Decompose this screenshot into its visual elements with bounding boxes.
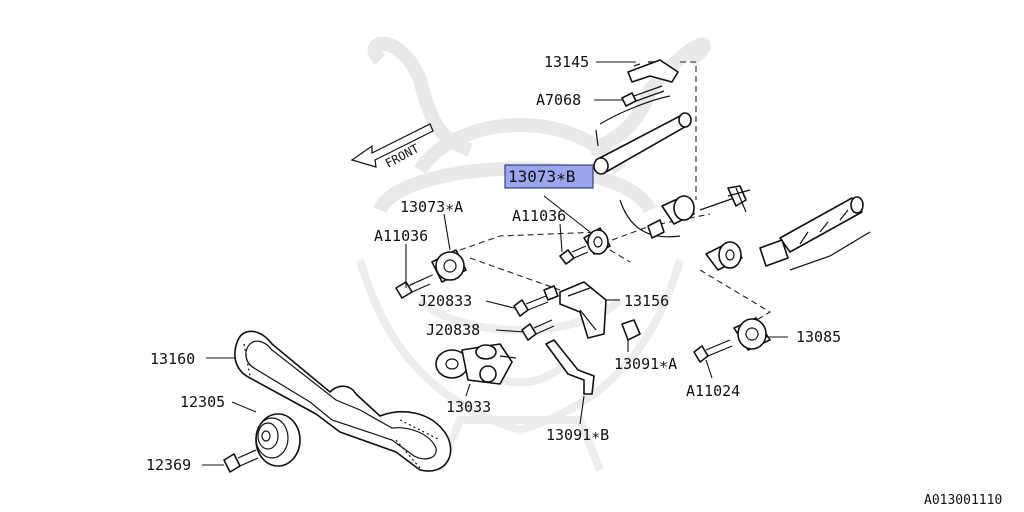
label-13073B: 13073∗B	[508, 167, 575, 186]
pulley-13085	[733, 317, 771, 351]
label-13085: 13085	[796, 328, 841, 346]
label-12369: 12369	[146, 456, 191, 474]
idler-upper	[661, 185, 751, 225]
bolt-A11036-mid	[559, 245, 589, 265]
label-13033: 13033	[446, 398, 491, 416]
label-J20833: J20833	[418, 292, 472, 310]
label-13156: 13156	[624, 292, 669, 310]
label-13091B: 13091∗B	[546, 426, 609, 444]
bracket-13156	[543, 281, 607, 339]
part-labels: 13145 A7068 13073∗B 13073∗A A11036 A1103…	[146, 53, 1002, 508]
camshaft	[759, 196, 871, 271]
label-13091A: 13091∗A	[614, 355, 677, 373]
cam-cover-13145	[627, 59, 679, 83]
bolt-A11024	[693, 339, 733, 363]
label-13160: 13160	[150, 350, 195, 368]
clip-13091A	[621, 319, 641, 341]
bolt-J20833	[513, 295, 549, 317]
guide-lines	[399, 61, 772, 331]
figure-code: A013001110	[924, 493, 1002, 508]
rod-13091B	[545, 339, 595, 395]
label-12305: 12305	[180, 393, 225, 411]
label-13145: 13145	[544, 53, 589, 71]
bolt-A7068	[621, 85, 665, 107]
belt-cover-shaft	[593, 95, 692, 238]
tensioner-pulley-right	[705, 241, 743, 271]
tensioner-13033	[435, 343, 517, 385]
leader-lines	[202, 61, 788, 466]
label-13073A: 13073∗A	[400, 198, 463, 216]
bolt-J20838	[521, 319, 555, 341]
highlight-box	[504, 164, 594, 189]
idler-pulley-13073A	[431, 249, 467, 283]
label-A11024: A11024	[686, 382, 740, 400]
crank-pulley-12305	[255, 413, 301, 467]
idler-pulley-13073B	[583, 227, 611, 255]
bracket-small	[647, 219, 665, 239]
label-A11036-mid: A11036	[512, 207, 566, 225]
bolt-12369	[223, 449, 259, 473]
timing-belt-13160	[234, 330, 452, 472]
bolt-A11036-left	[395, 276, 431, 299]
label-J20838: J20838	[426, 321, 480, 339]
label-A11036-left: A11036	[374, 227, 428, 245]
watermark-emblem	[356, 36, 712, 472]
label-A7068: A7068	[536, 91, 581, 109]
